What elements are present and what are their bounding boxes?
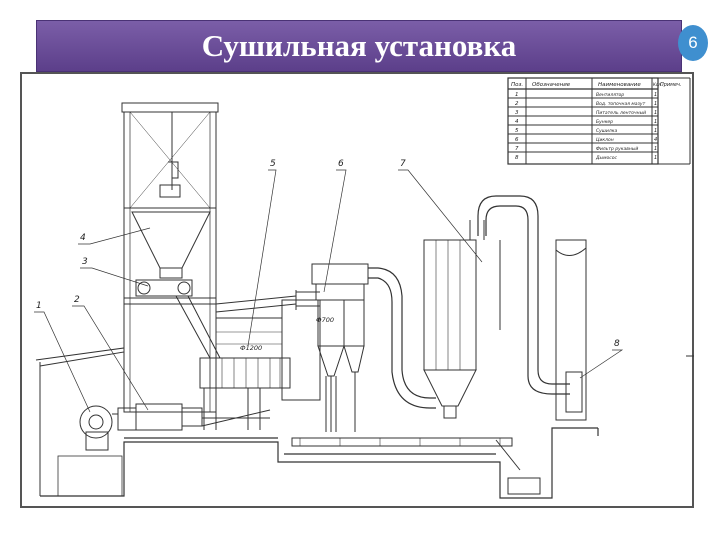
- screw-conveyor: [291, 437, 541, 495]
- leader-lines: [34, 169, 624, 413]
- spec-row-name: Питатель ленточный: [596, 110, 646, 116]
- callout-8: 8: [614, 339, 620, 349]
- duct-filter-exhauster: [477, 195, 570, 395]
- callout-5: 5: [270, 159, 276, 169]
- dryer-diameter-label: Ф1200: [240, 344, 262, 352]
- cyclone-diameter-label: Ф700: [316, 316, 334, 324]
- spec-row-qty: 1: [654, 110, 657, 116]
- spec-row-pos: 8: [515, 155, 519, 161]
- belt-feeder: [135, 279, 193, 297]
- bunker: [131, 211, 211, 279]
- callout-2: 2: [74, 295, 80, 305]
- spec-header-note: Примеч.: [660, 82, 682, 88]
- spec-row-qty: 1: [654, 101, 657, 107]
- duct-cyclone-filter: [368, 267, 436, 409]
- callout-6: 6: [338, 159, 344, 169]
- spec-row-qty: 1: [654, 92, 657, 98]
- spec-row-pos: 3: [515, 110, 519, 116]
- spec-header-qty: Кол.: [653, 82, 662, 87]
- bag-filter: [423, 220, 501, 419]
- spec-row-qty: 1: [654, 146, 657, 152]
- spec-row-name: Фильтр рукавный: [596, 146, 638, 152]
- spec-row-name: Бункер: [596, 119, 613, 125]
- title-bar: Сушильная установка: [36, 20, 682, 72]
- callout-1: 1: [36, 301, 42, 311]
- spec-row-pos: 5: [515, 128, 519, 134]
- callout-4: 4: [80, 233, 86, 243]
- duct-dryer-cyclone: [215, 290, 320, 313]
- spec-row-name: Циклон: [596, 137, 614, 143]
- bunker-tower: [121, 102, 219, 413]
- callout-7: 7: [400, 159, 406, 169]
- slide-title: Сушильная установка: [201, 28, 517, 63]
- cyclones: [311, 263, 369, 432]
- callout-3: 3: [82, 257, 88, 267]
- spec-row-name: Вод. топочная мазут: [596, 101, 646, 107]
- spec-row-name: Вентилятор: [596, 92, 624, 98]
- dryer: [199, 299, 321, 430]
- spec-row-qty: 1: [654, 119, 657, 125]
- spec-row-name: Сушилка: [596, 128, 617, 134]
- spec-table: Поз. Обозначение Наименование Кол. Приме…: [507, 77, 691, 165]
- exhauster-stack: [555, 239, 587, 421]
- fan: [35, 347, 125, 496]
- spec-row-pos: 2: [515, 101, 519, 107]
- drawing-frame: [20, 72, 694, 508]
- spec-row-pos: 6: [515, 137, 519, 143]
- spec-row-pos: 7: [515, 146, 519, 152]
- spec-row-qty: 1: [654, 128, 657, 134]
- spec-row-pos: 1: [515, 92, 519, 98]
- page-number-badge: 6: [678, 25, 708, 61]
- spec-row-qty: 1: [654, 155, 657, 161]
- spec-row-pos: 4: [515, 119, 519, 125]
- spec-row-name: Дымосос: [595, 155, 617, 161]
- spec-row-qty: 4: [654, 137, 657, 143]
- spec-header-pos: Поз.: [511, 82, 523, 88]
- spec-header-designation: Обозначение: [532, 82, 571, 88]
- foundation: [40, 427, 599, 499]
- spec-header-name: Наименование: [598, 82, 641, 88]
- furnace: [117, 403, 271, 431]
- chute: [175, 295, 221, 359]
